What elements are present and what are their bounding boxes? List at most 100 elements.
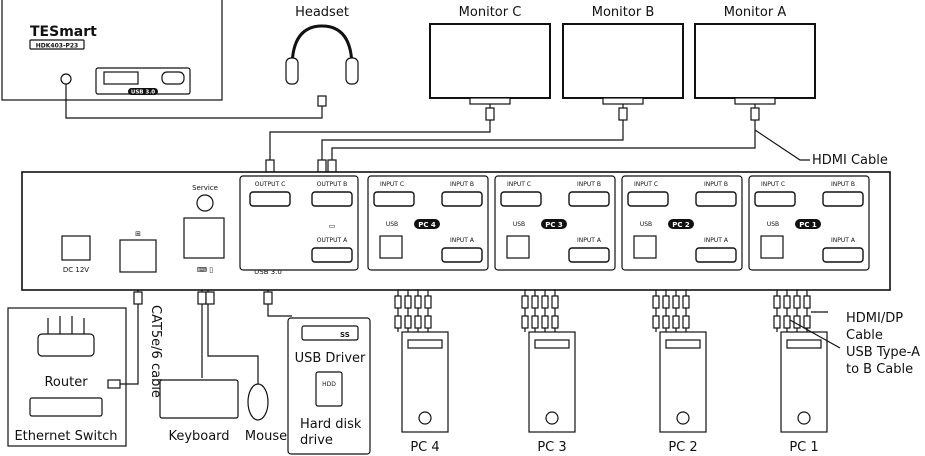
rear-usb3-label: USB 3.0 xyxy=(254,268,282,276)
input-b-label: INPUT B xyxy=(831,181,855,188)
pc-label: PC 3 xyxy=(537,440,566,455)
power-button-icon xyxy=(545,411,559,425)
usb-b-port[interactable] xyxy=(506,235,530,259)
dc-port[interactable] xyxy=(61,235,91,261)
usb-label: USB xyxy=(640,221,652,228)
hdmi-dp-label-line2: Cable xyxy=(846,328,883,343)
power-button-icon xyxy=(797,411,811,425)
output-a-port[interactable] xyxy=(311,247,353,263)
monitor-a-icon: Monitor A xyxy=(694,5,816,105)
cat-cable-label: CAT5e/6 cable xyxy=(148,305,163,398)
input-group-pc1: INPUT C INPUT B USB PC 1 INPUT A xyxy=(748,175,870,271)
monitor-c-label: Monitor C xyxy=(459,5,522,20)
input-b-port[interactable] xyxy=(568,191,610,207)
input-a-label: INPUT A xyxy=(450,237,475,244)
keyboard-label: Keyboard xyxy=(168,429,229,444)
usb-label: USB xyxy=(513,221,525,228)
input-a-label: INPUT A xyxy=(831,237,856,244)
usb-ss-icon: SS xyxy=(340,331,350,339)
input-a-port[interactable] xyxy=(568,247,610,263)
front-usb-c-port[interactable] xyxy=(161,71,185,85)
input-c-port[interactable] xyxy=(373,191,415,207)
input-b-port[interactable] xyxy=(441,191,483,207)
hard-disk-label-line1: Hard disk xyxy=(300,417,362,432)
brand-logo: TESmart xyxy=(30,24,97,40)
service-label: Service xyxy=(192,184,218,192)
monitor-a-label: Monitor A xyxy=(724,5,787,20)
dc-label: DC 12V xyxy=(63,266,89,274)
input-group-pc3: INPUT C INPUT B USB PC 3 INPUT A xyxy=(494,175,616,271)
output-b-label: OUTPUT B xyxy=(317,181,347,188)
pc-4: PC 4 xyxy=(394,290,449,455)
output-c-port[interactable] xyxy=(249,191,291,207)
output-a-label: OUTPUT A xyxy=(317,237,348,244)
input-b-port[interactable] xyxy=(822,191,864,207)
ethernet-switch-label: Ethernet Switch xyxy=(14,429,117,444)
keyboard-mouse-group: Keyboard Mouse xyxy=(159,290,287,444)
hdmi-cables: HDMI Cable xyxy=(265,104,888,173)
hard-disk-label-line2: drive xyxy=(300,433,333,448)
usb-drive-icon xyxy=(301,325,359,341)
service-button[interactable] xyxy=(196,194,214,212)
usb-b-port[interactable] xyxy=(379,235,403,259)
audio-jack[interactable] xyxy=(60,73,72,85)
usb-b-port[interactable] xyxy=(633,235,657,259)
input-c-label: INPUT C xyxy=(634,181,658,188)
input-a-port[interactable] xyxy=(695,247,737,263)
input-b-port[interactable] xyxy=(695,191,737,207)
input-c-port[interactable] xyxy=(627,191,669,207)
input-c-port[interactable] xyxy=(500,191,542,207)
usb-typea-label-line1: USB Type-A xyxy=(846,345,920,360)
headset-label: Headset xyxy=(295,5,349,20)
pc-label: PC 1 xyxy=(789,440,818,455)
pc-label: PC 4 xyxy=(410,440,439,455)
keyboard-mouse-port[interactable] xyxy=(183,217,225,259)
pc-tag: PC 2 xyxy=(672,221,690,229)
pc-label: PC 2 xyxy=(668,440,697,455)
input-a-port[interactable] xyxy=(822,247,864,263)
input-b-label: INPUT B xyxy=(450,181,474,188)
usb-b-port[interactable] xyxy=(760,235,784,259)
input-c-label: INPUT C xyxy=(380,181,404,188)
keyboard-mouse-icon: ⌨ ▯ xyxy=(197,266,213,274)
input-c-label: INPUT C xyxy=(761,181,785,188)
input-a-label: INPUT A xyxy=(577,237,602,244)
output-b-port[interactable] xyxy=(311,191,353,207)
cable-callouts: HDMI/DP Cable USB Type-A to B Cable xyxy=(789,311,920,377)
input-group-pc4: INPUT C INPUT B USB PC 4 INPUT A xyxy=(367,175,489,271)
lan-port[interactable] xyxy=(119,239,157,273)
output-c-label: OUTPUT C xyxy=(255,181,286,188)
router-icon xyxy=(37,333,95,357)
keyboard-icon xyxy=(159,379,239,419)
usb-label: USB xyxy=(386,221,398,228)
mouse-label: Mouse xyxy=(245,429,287,444)
ethernet-switch-icon xyxy=(29,397,103,417)
hdd-icon-text: HDD xyxy=(322,381,336,388)
hdmi-cable-label: HDMI Cable xyxy=(812,153,888,168)
usb-driver-label: USB Driver xyxy=(295,351,366,366)
headset-cable xyxy=(65,84,323,119)
input-group-pc2: INPUT C INPUT B USB PC 2 INPUT A xyxy=(621,175,743,271)
monitor-c-icon: Monitor C xyxy=(429,5,551,105)
power-button-icon xyxy=(676,411,690,425)
usb-label: USB xyxy=(767,221,779,228)
headset-icon: Headset xyxy=(285,5,359,107)
pc-tag: PC 3 xyxy=(545,221,563,229)
router-label: Router xyxy=(44,375,88,390)
pc-1: PC 1 xyxy=(773,290,828,455)
front-panel: TESmart HDK403-P23 USB 3.0 xyxy=(1,0,223,101)
pc-2: PC 2 xyxy=(652,290,707,455)
model-label: HDK403-P23 xyxy=(36,43,78,50)
monitor-b-icon: Monitor B xyxy=(562,5,684,105)
input-b-label: INPUT B xyxy=(577,181,601,188)
network-devices: Router Ethernet Switch CAT5e/6 cable xyxy=(7,290,163,447)
input-a-label: INPUT A xyxy=(704,237,729,244)
usb-storage-group: SS USB Driver HDD Hard disk drive xyxy=(263,290,371,455)
input-c-port[interactable] xyxy=(754,191,796,207)
usb-typea-label-line2: to B Cable xyxy=(846,362,913,377)
front-usb-a-port[interactable] xyxy=(103,71,139,85)
hdd-icon xyxy=(315,371,343,407)
monitor-b-label: Monitor B xyxy=(592,5,654,20)
input-a-port[interactable] xyxy=(441,247,483,263)
